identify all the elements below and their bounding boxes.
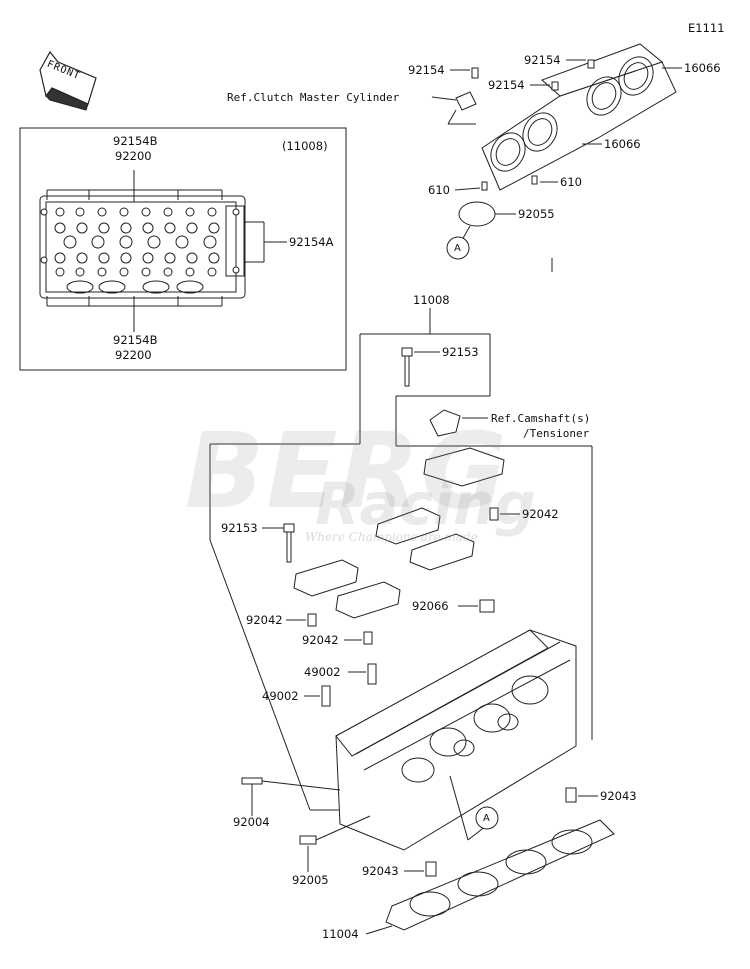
label-49002-b: 49002 — [262, 689, 299, 703]
label-610-b: 610 — [560, 175, 582, 189]
label-92200-top: 92200 — [115, 149, 152, 163]
label-ref-tensioner: /Tensioner — [523, 427, 590, 440]
label-11008: 11008 — [413, 293, 450, 307]
label-92043-right: 92043 — [600, 789, 637, 803]
camshaft-ref-part — [429, 409, 488, 437]
inset-frame — [19, 127, 347, 371]
ref-a-circle-bottom — [475, 806, 499, 830]
ref-a-bottom: A — [483, 813, 490, 824]
label-49002-a: 49002 — [304, 665, 341, 679]
label-92042-left: 92042 — [246, 613, 283, 627]
ref-a-top: A — [454, 243, 461, 254]
label-92153-top: 92153 — [442, 345, 479, 359]
label-ref-camshaft: Ref.Camshaft(s) — [491, 412, 591, 425]
label-16066-a: 16066 — [684, 61, 721, 75]
label-92005: 92005 — [292, 873, 329, 887]
head-gasket — [365, 819, 615, 935]
camshaft-caps — [293, 447, 505, 619]
label-92154-c: 92154 — [488, 78, 525, 92]
ref-a-circle-top — [446, 236, 470, 260]
label-92154-a: 92154 — [408, 63, 445, 77]
label-92043-left: 92043 — [362, 864, 399, 878]
label-92066: 92066 — [412, 599, 449, 613]
throttle-body — [431, 43, 682, 272]
inset-cylinder-head — [39, 170, 287, 332]
label-92154B-bottom: 92154B — [113, 333, 158, 347]
label-92042-right: 92042 — [522, 507, 559, 521]
label-92154B-top: 92154B — [113, 134, 158, 148]
label-610-a: 610 — [428, 183, 450, 197]
label-92154A: 92154A — [289, 235, 334, 249]
label-16066-b: 16066 — [604, 137, 641, 151]
dowel-92042-right — [489, 507, 499, 521]
label-92042-mid: 92042 — [302, 633, 339, 647]
cylinder-head — [335, 629, 577, 851]
label-11004: 11004 — [322, 927, 359, 941]
label-92055: 92055 — [518, 207, 555, 221]
front-arrow-icon — [39, 50, 97, 111]
label-92154-b: 92154 — [524, 53, 561, 67]
label-92153-left: 92153 — [221, 521, 258, 535]
label-92200-bottom: 92200 — [115, 348, 152, 362]
inset-assembly-label: (11008) — [282, 139, 328, 153]
label-ref-clutch: Ref.Clutch Master Cylinder — [227, 91, 400, 104]
diagram-code: E1111 — [688, 21, 725, 35]
label-92004: 92004 — [233, 815, 270, 829]
bolt-92153-top — [401, 347, 440, 387]
